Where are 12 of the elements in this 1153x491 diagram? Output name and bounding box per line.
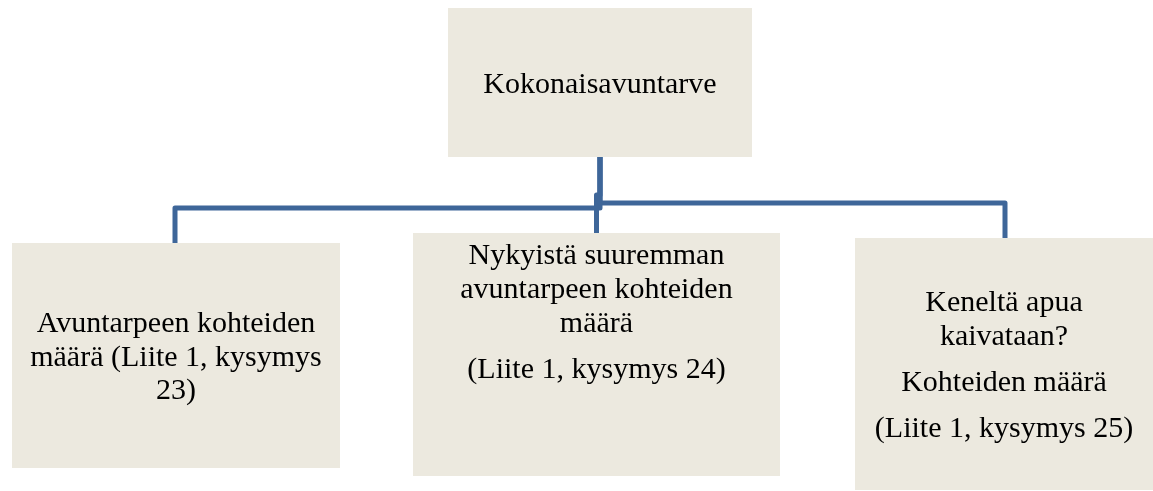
text-box xyxy=(413,233,780,476)
node-text: (Liite 1, kysymys 25) xyxy=(874,409,1134,444)
node-text: Avuntarpeen kohteiden määrä (Liite 1, kysymys 23) xyxy=(29,304,323,407)
node-text: Keneltä apua kaivataan? xyxy=(924,284,1084,352)
connector-line xyxy=(597,157,1008,238)
node-text: Kokonaisavuntarve xyxy=(483,65,717,100)
text-box xyxy=(12,243,340,468)
node-text: (Liite 1, kysymys 24) xyxy=(467,350,726,385)
text-box xyxy=(855,238,1153,490)
node-text: Nykyistä suuremman avuntarpeen kohteiden määrä xyxy=(459,237,734,339)
text-box xyxy=(448,8,752,157)
node-text: Kohteiden määrä xyxy=(901,364,1107,398)
